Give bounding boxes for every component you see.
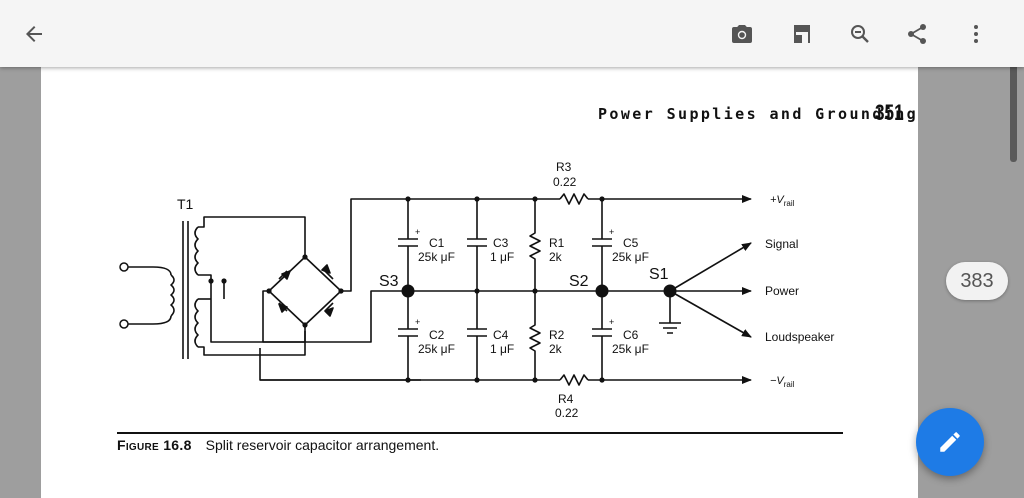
s3-label: S3 (379, 273, 399, 290)
page-number: 351 (875, 100, 904, 125)
scrollbar-thumb[interactable] (1010, 62, 1017, 162)
caption-rule (117, 432, 843, 434)
c2-value: 25k μF (418, 342, 455, 356)
c4-name: C4 (493, 328, 509, 342)
running-head: Power Supplies and Grounding (598, 105, 919, 123)
c6-plus: + (609, 317, 614, 327)
signal-label: Signal (765, 237, 798, 251)
page-indicator-badge: 383 (946, 262, 1008, 300)
document-page: Power Supplies and Grounding 351 (41, 67, 918, 498)
s2-label: S2 (569, 273, 589, 290)
c2-plus: + (415, 317, 420, 327)
bookmark-page-icon[interactable] (782, 14, 822, 54)
pos-rail-label: +Vrail (770, 194, 795, 208)
neg-rail-label: −Vrail (770, 375, 795, 389)
share-icon[interactable] (897, 14, 937, 54)
r3-name: R3 (556, 160, 572, 174)
c1-name: C1 (429, 236, 445, 250)
t1-label: T1 (177, 196, 194, 212)
s1-label: S1 (649, 266, 669, 283)
c6-name: C6 (623, 328, 639, 342)
c2-name: C2 (429, 328, 445, 342)
app-toolbar (0, 0, 1024, 67)
r2-value: 2k (549, 342, 563, 356)
r2-name: R2 (549, 328, 565, 342)
back-arrow-icon[interactable] (14, 14, 54, 54)
c6-value: 25k μF (612, 342, 649, 356)
loudspeaker-label: Loudspeaker (765, 330, 834, 344)
r1-name: R1 (549, 236, 565, 250)
c4-value: 1 μF (490, 342, 514, 356)
camera-icon[interactable] (722, 14, 762, 54)
figure-caption: Figure 16.8 Split reservoir capacitor arr… (117, 437, 439, 453)
c3-name: C3 (493, 236, 509, 250)
r4-value: 0.22 (555, 406, 579, 420)
r1-value: 2k (549, 250, 563, 264)
zoom-out-icon[interactable] (840, 14, 880, 54)
power-label: Power (765, 284, 799, 298)
figure-schematic: T1 S3 S2 S1 R3 0.22 R4 0.22 + C1 25k μF … (119, 160, 834, 420)
caption-text: Split reservoir capacitor arrangement. (205, 437, 440, 453)
c5-name: C5 (623, 236, 639, 250)
figure-label: Figure 16.8 (117, 437, 192, 453)
c1-plus: + (415, 227, 420, 237)
pencil-edit-icon (940, 432, 960, 452)
more-vert-icon[interactable] (956, 14, 996, 54)
edit-fab-button[interactable] (916, 408, 984, 476)
r3-value: 0.22 (553, 175, 577, 189)
r4-name: R4 (558, 392, 574, 406)
c3-value: 1 μF (490, 250, 514, 264)
c1-value: 25k μF (418, 250, 455, 264)
c5-plus: + (609, 227, 614, 237)
c5-value: 25k μF (612, 250, 649, 264)
